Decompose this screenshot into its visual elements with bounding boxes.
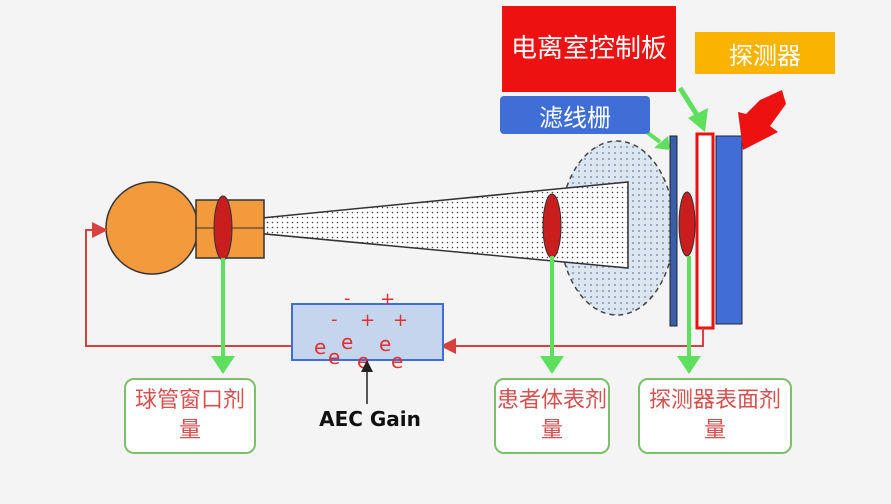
aec-plus-1: + xyxy=(380,289,395,310)
tube-window-dose-box: 球管窗口剂量 xyxy=(124,378,256,454)
aec-plus-3: + xyxy=(393,310,408,331)
feedback-line xyxy=(440,328,704,354)
patient-ion-chamber xyxy=(542,193,562,259)
detector-ion-chamber xyxy=(678,191,696,257)
aec-gain-box xyxy=(291,303,444,361)
ion-chamber-frame xyxy=(695,132,715,330)
detector-red-arrow xyxy=(738,90,786,150)
grid-arrow xyxy=(646,131,670,150)
grid-label: 滤线栅 xyxy=(500,96,650,134)
aec-electron-2: e xyxy=(341,330,353,354)
tube-ion-chamber xyxy=(213,195,233,261)
grid-bar xyxy=(669,135,678,327)
aec-electron-3: e xyxy=(379,332,391,356)
aec-gain-label: AEC Gain xyxy=(319,407,421,431)
control-board-label: 电离室控制板 xyxy=(502,6,676,92)
aec-plus-2: + xyxy=(360,310,375,331)
aec-electron-6: e xyxy=(391,349,403,373)
aec-minus-1: - xyxy=(344,288,351,309)
tube-dose-arrow xyxy=(211,258,235,374)
xray-beam xyxy=(179,181,629,269)
detector-panel xyxy=(715,135,743,325)
patient-surface-dose-box: 患者体表剂量 xyxy=(494,378,610,454)
feedback-return-line xyxy=(85,222,292,347)
detector-label: 探测器 xyxy=(695,32,835,74)
aec-electron-1: e xyxy=(314,335,326,359)
control-board-arrow xyxy=(677,86,708,132)
detector-dose-arrow xyxy=(677,256,701,374)
aec-electron-4: e xyxy=(328,345,340,369)
patient-dose-arrow xyxy=(540,256,564,374)
detector-surface-dose-box: 探测器表面剂量 xyxy=(638,378,792,454)
aec-minus-2: - xyxy=(331,309,338,330)
xray-tube xyxy=(105,181,199,275)
